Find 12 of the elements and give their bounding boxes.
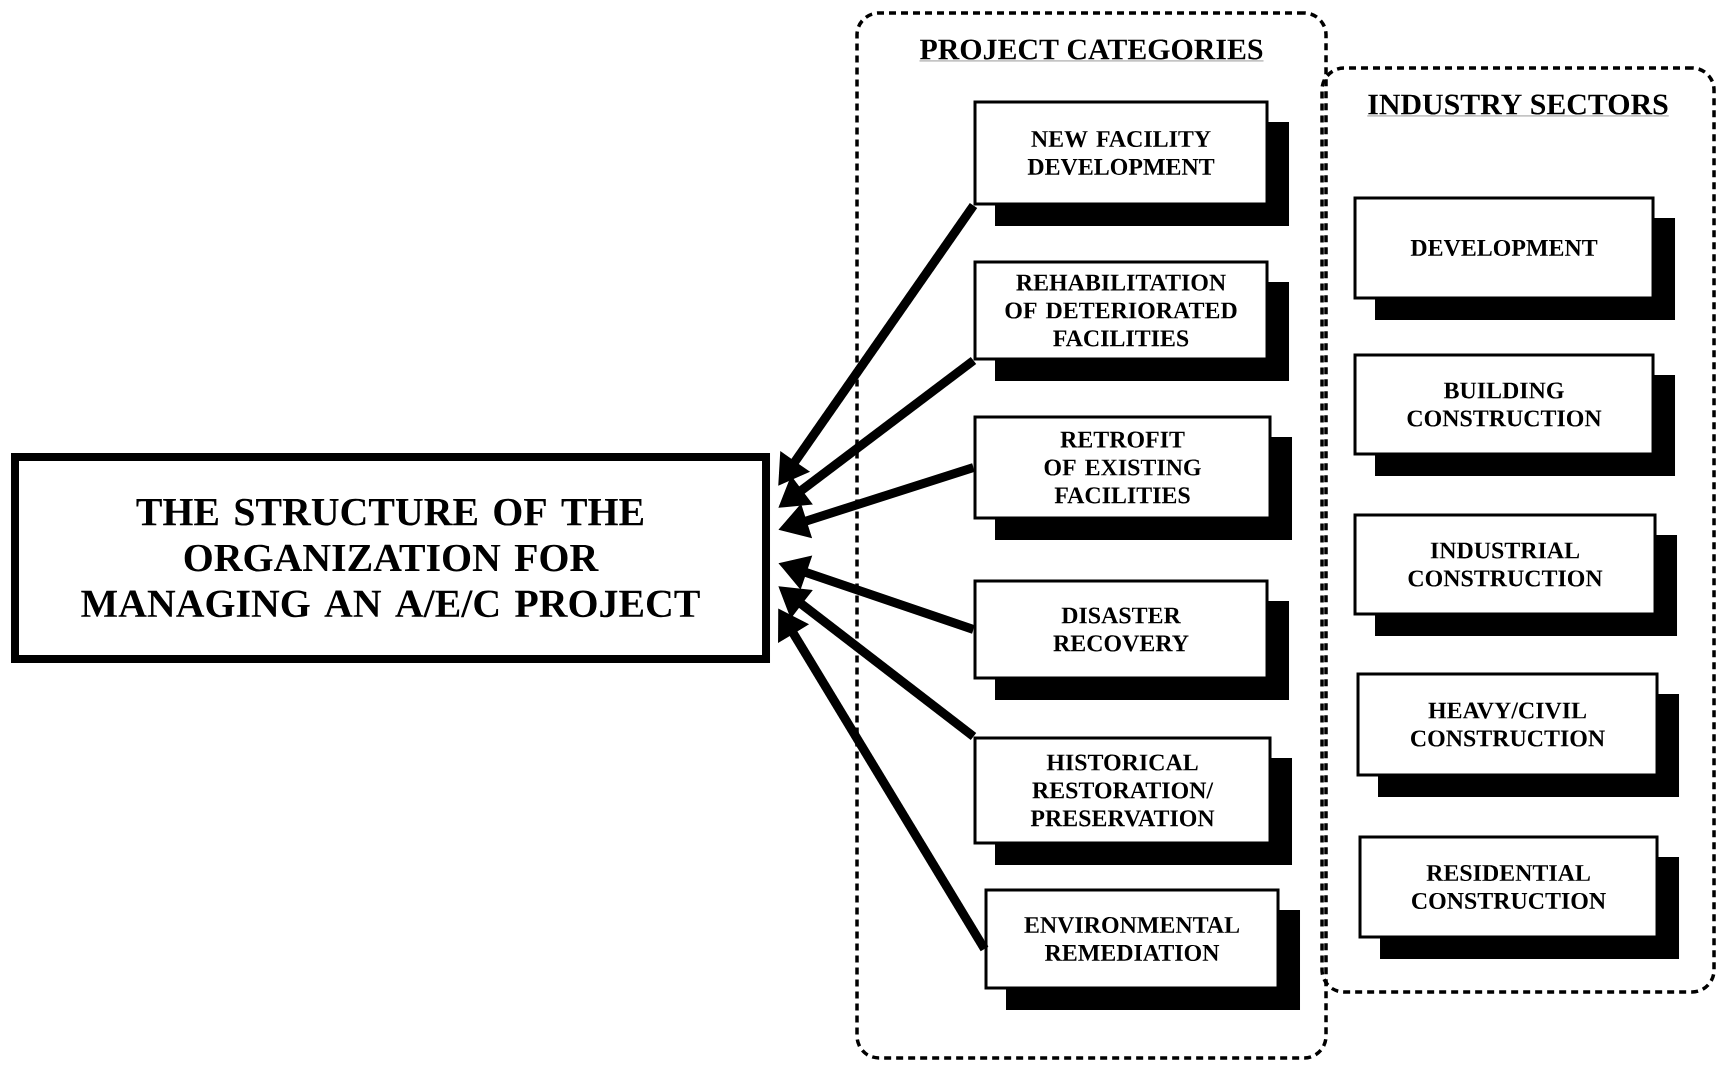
category-box: RESIDENTIAL CONSTRUCTION (1358, 835, 1679, 959)
category-box: INDUSTRIAL CONSTRUCTION (1353, 513, 1677, 636)
category-box: DISASTER RECOVERY (973, 579, 1289, 700)
category-box: ENVIRONMENTAL REMEDIATION (984, 888, 1300, 1010)
category-box: REHABILITATION OF DETERIORATED FACILITIES (973, 260, 1289, 381)
category-box: BUILDING CONSTRUCTION (1353, 353, 1675, 476)
category-box: DEVELOPMENT (1353, 196, 1675, 320)
category-box: RETROFIT OF EXISTING FACILITIES (973, 415, 1292, 540)
category-box: NEW FACILITY DEVELOPMENT (973, 100, 1289, 226)
title-box: THE STRUCTURE OF THE ORGANIZATION FOR MANAGING AN A/E/C PROJECT (11, 453, 770, 663)
category-box: HISTORICAL RESTORATION/ PRESERVATION (973, 736, 1292, 865)
category-box: HEAVY/CIVIL CONSTRUCTION (1356, 672, 1679, 797)
